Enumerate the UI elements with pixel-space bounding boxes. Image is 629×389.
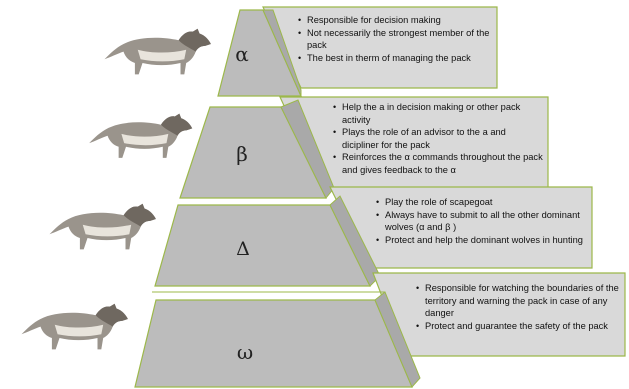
beta-bullet: Help the a in decision making or other p… <box>333 101 545 126</box>
delta-bullet: Protect and help the dominant wolves in … <box>376 234 586 247</box>
alpha-symbol: α <box>222 42 262 66</box>
omega-bullet: Responsible for watching the boundaries … <box>416 282 622 320</box>
beta-bullet: Reinforces the α commands throughout the… <box>333 151 545 176</box>
alpha-bullet: Responsible for decision making <box>298 14 494 27</box>
delta-symbol: Δ <box>223 238 263 260</box>
omega-tier-face <box>135 300 412 387</box>
wolf-icon-beta <box>89 114 192 158</box>
alpha-description: Responsible for decision making Not nece… <box>298 14 494 64</box>
alpha-bullet: Not necessarily the strongest member of … <box>298 27 494 52</box>
wolf-icon-alpha <box>105 29 211 75</box>
alpha-bullet: The best in therm of managing the pack <box>298 52 494 65</box>
delta-description: Play the role of scapegoat Always have t… <box>376 196 586 246</box>
beta-symbol: β <box>222 142 262 166</box>
delta-bullet: Play the role of scapegoat <box>376 196 586 209</box>
omega-bullet: Protect and guarantee the safety of the … <box>416 320 622 333</box>
wolf-icon-delta <box>50 204 156 250</box>
beta-bullet: Plays the role of an advisor to the a an… <box>333 126 545 151</box>
omega-description: Responsible for watching the boundaries … <box>416 282 622 332</box>
omega-symbol: ω <box>225 340 265 364</box>
delta-bullet: Always have to submit to all the other d… <box>376 209 586 234</box>
wolf-icon-omega <box>22 304 128 350</box>
beta-description: Help the a in decision making or other p… <box>333 101 545 177</box>
